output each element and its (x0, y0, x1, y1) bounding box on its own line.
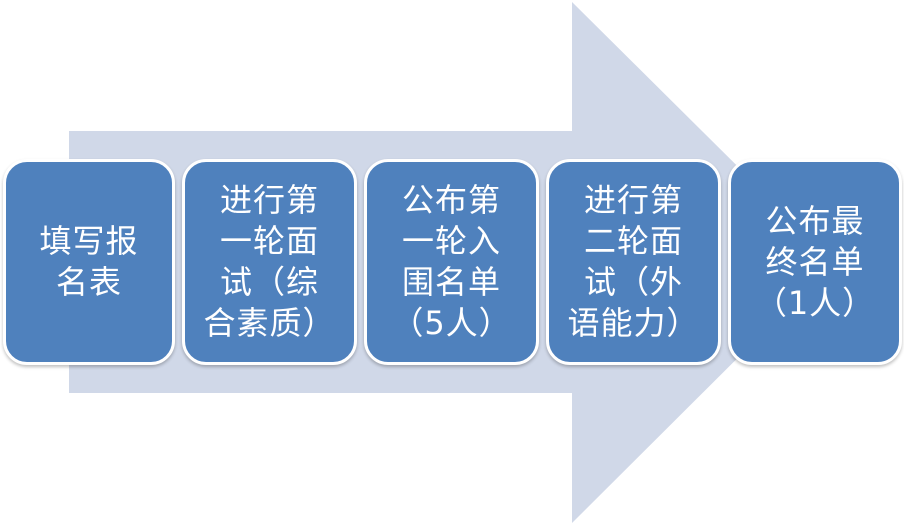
step-label-3: 公布第 一轮入 围名单 （5人） (391, 181, 512, 342)
step-label-4: 进行第 二轮面 试（外 语能力） (567, 181, 700, 342)
step-box-3: 公布第 一轮入 围名单 （5人） (364, 159, 539, 365)
step-box-5: 公布最 终名单 （1人） (728, 159, 902, 365)
step-label-5: 公布最 终名单 （1人） (754, 201, 876, 322)
step-box-1: 填写报 名表 (3, 159, 175, 365)
step-box-2: 进行第 一轮面 试（综 合素质） (182, 159, 357, 365)
step-label-2: 进行第 一轮面 试（综 合素质） (203, 181, 336, 342)
step-box-4: 进行第 二轮面 试（外 语能力） (546, 159, 721, 365)
step-label-1: 填写报 名表 (39, 222, 139, 301)
